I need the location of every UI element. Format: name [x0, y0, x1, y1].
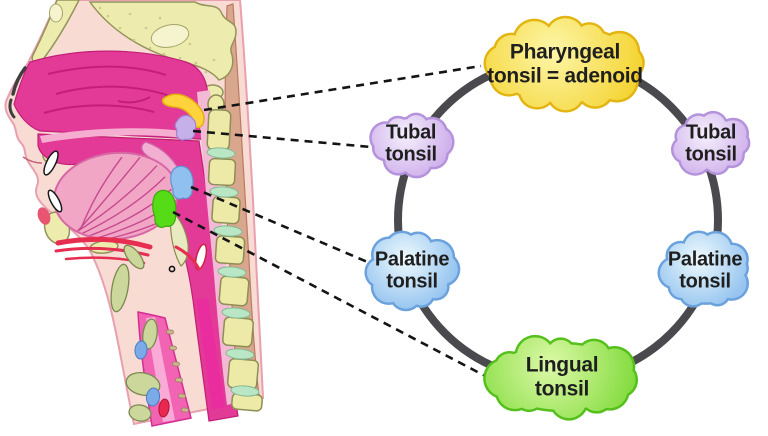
lower-incisor-tooth: [47, 189, 63, 213]
label-line: tonsil: [385, 144, 437, 166]
label-line: Tubal: [385, 121, 437, 144]
lingual-tonsil-site: [152, 189, 177, 228]
connector-pharyngeal: [203, 64, 482, 112]
label-lingual-tonsil: Lingual tonsil: [526, 353, 599, 400]
nasal-floor-mucosa: [40, 128, 183, 143]
intervertebral-discs: [206, 147, 260, 397]
vocal-fold-marker: [168, 265, 176, 273]
label-palatine-tonsil-left: Palatine tonsil: [374, 248, 450, 294]
label-line: Palatine: [667, 248, 743, 271]
cloud-pharyngeal: [483, 15, 645, 113]
connector-lingual: [172, 210, 490, 380]
head-sagittal-illustration: [4, 0, 265, 427]
chin-muscle: [37, 207, 51, 225]
esophagus: [196, 298, 225, 410]
label-line: Lingual: [525, 353, 599, 377]
tubal-tonsil-site: [174, 114, 197, 141]
label-tubal-tonsil-left: Tubal tonsil: [385, 122, 437, 167]
tracheal-rings: [166, 329, 189, 413]
tonsil-cloud-nodes: [364, 15, 751, 421]
cloud-palatine-left: [364, 230, 461, 312]
connector-tubal: [192, 129, 372, 149]
vascular-structures: [134, 340, 170, 418]
label-line: tonsil = adenoid: [487, 64, 643, 87]
cloud-palatine-right: [657, 230, 750, 308]
bone-texture-dots: [98, 6, 216, 74]
tonsil-site-highlights: [152, 93, 205, 228]
cervical-spine: [206, 94, 263, 412]
upper-incisor-tooth: [43, 150, 59, 176]
palatine-tonsil-site: [170, 165, 194, 200]
label-line: tonsil: [679, 271, 731, 293]
mouth-slit: [22, 156, 43, 164]
cloud-lingual: [483, 334, 639, 421]
label-line: Tubal: [685, 121, 737, 144]
label-pharyngeal-tonsil: Pharyngeal tonsil = adenoid: [487, 40, 643, 87]
aryepiglottic-fold: [174, 245, 201, 271]
sphenoid-sinus: [150, 24, 190, 48]
label-line: Palatine: [374, 248, 450, 271]
label-tubal-tonsil-right: Tubal tonsil: [685, 122, 737, 167]
cloud-tubal-left: [369, 112, 455, 179]
label-palatine-tonsil-right: Palatine tonsil: [667, 248, 743, 294]
label-line: Pharyngeal: [509, 40, 621, 64]
label-line: tonsil: [386, 271, 438, 293]
frontal-sinus: [49, 3, 63, 23]
label-line: tonsil: [534, 377, 590, 400]
cloud-tubal-right: [670, 110, 751, 176]
connector-palatine: [190, 185, 378, 268]
nasal-turbinates: [43, 65, 171, 114]
nose-cartilage: [8, 66, 27, 119]
label-line: tonsil: [685, 144, 737, 166]
connector-lines: [172, 64, 490, 380]
laryngeal-cartilages: [110, 244, 161, 422]
